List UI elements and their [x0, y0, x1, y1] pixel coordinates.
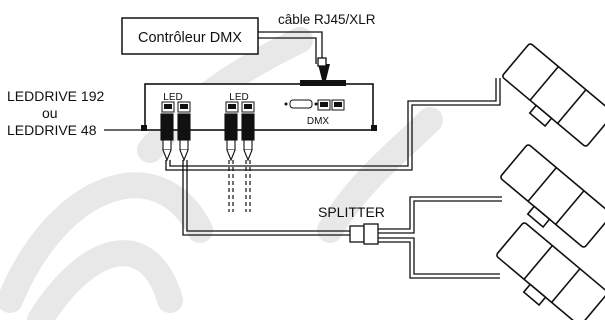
led-fixture-1: [502, 43, 605, 147]
led-fixture-2: [500, 144, 605, 248]
cable-to-splitter: [182, 160, 350, 236]
splitter-device: [349, 223, 379, 245]
device-name-1: LEDDRIVE 192: [7, 88, 104, 104]
dmx-label: DMX: [307, 116, 330, 127]
dmx-port-group: DMX: [284, 99, 345, 127]
xlr-connectors-right: [224, 113, 255, 162]
led-label-right: LED: [229, 92, 248, 103]
device-name-2: LEDDRIVE 48: [7, 122, 97, 138]
led-label-left: LED: [163, 92, 182, 103]
watermark-logo: [0, 27, 443, 320]
cable-label: câble RJ45/XLR: [278, 12, 376, 27]
unused-dashed-cables: [228, 160, 251, 212]
splitter-outputs: [378, 196, 502, 279]
cable-to-fixture-1: [165, 78, 501, 171]
controller-label: Contrôleur DMX: [138, 30, 242, 46]
xlr-connectors-left: [160, 113, 191, 162]
dmx-controller: Contrôleur DMX: [121, 17, 259, 55]
device-name-or: ou: [42, 105, 58, 121]
rj45-xlr-cable: [258, 31, 330, 80]
splitter-label: SPLITTER: [318, 204, 385, 220]
led-port-group-left: LED: [161, 92, 191, 113]
led-port-group-right: LED: [225, 92, 255, 113]
led-fixture-3: [496, 222, 605, 320]
